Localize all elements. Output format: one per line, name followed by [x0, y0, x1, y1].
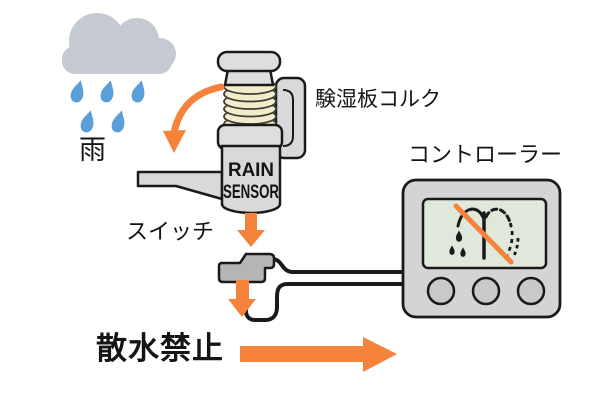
right-arrow-icon: [240, 337, 397, 372]
curved-down-arrow-icon: [170, 83, 225, 137]
controller-buttons: [426, 276, 546, 306]
controller-unit: [401, 178, 562, 319]
sensor-text-line2: SENSOR: [223, 182, 279, 203]
down-arrow-icon: [228, 280, 256, 317]
raindrop-icon: [99, 78, 117, 104]
cork-label: 験湿板コルク: [315, 88, 441, 111]
sensor-cap: [216, 50, 282, 87]
funnel-arm: [136, 170, 224, 201]
rain-cloud-icon: [62, 13, 176, 74]
raindrop-icon: [110, 108, 128, 134]
wire-bottom: [244, 282, 406, 322]
raindrops: [69, 78, 148, 134]
prohibit-slash: [453, 203, 514, 265]
raindrop-icon: [79, 108, 97, 134]
down-arrow-icon: [237, 213, 265, 247]
watering-prohibited-label: 散水禁止: [96, 331, 224, 366]
cork-disc-stack: [223, 78, 277, 133]
wire-top: [270, 257, 406, 274]
diagram-root: RAIN SENSOR: [62, 13, 562, 372]
raindrop-icon: [130, 78, 148, 104]
curved-arrow-head: [163, 130, 186, 153]
controller-label: コントローラー: [408, 142, 563, 167]
raindrop-icon: [69, 78, 87, 104]
rain-label: 雨: [79, 135, 106, 165]
switch-label: スイッチ: [126, 219, 215, 244]
controller-button: [426, 276, 456, 306]
controller-button: [471, 276, 501, 306]
switch-contact: [217, 252, 276, 284]
flow-arrows: [163, 130, 397, 372]
sensor-text-line1: RAIN: [228, 160, 274, 181]
controller-button: [516, 276, 546, 306]
sensor-body: [220, 144, 282, 215]
sprinkler-crossed-out-icon: [449, 203, 520, 265]
